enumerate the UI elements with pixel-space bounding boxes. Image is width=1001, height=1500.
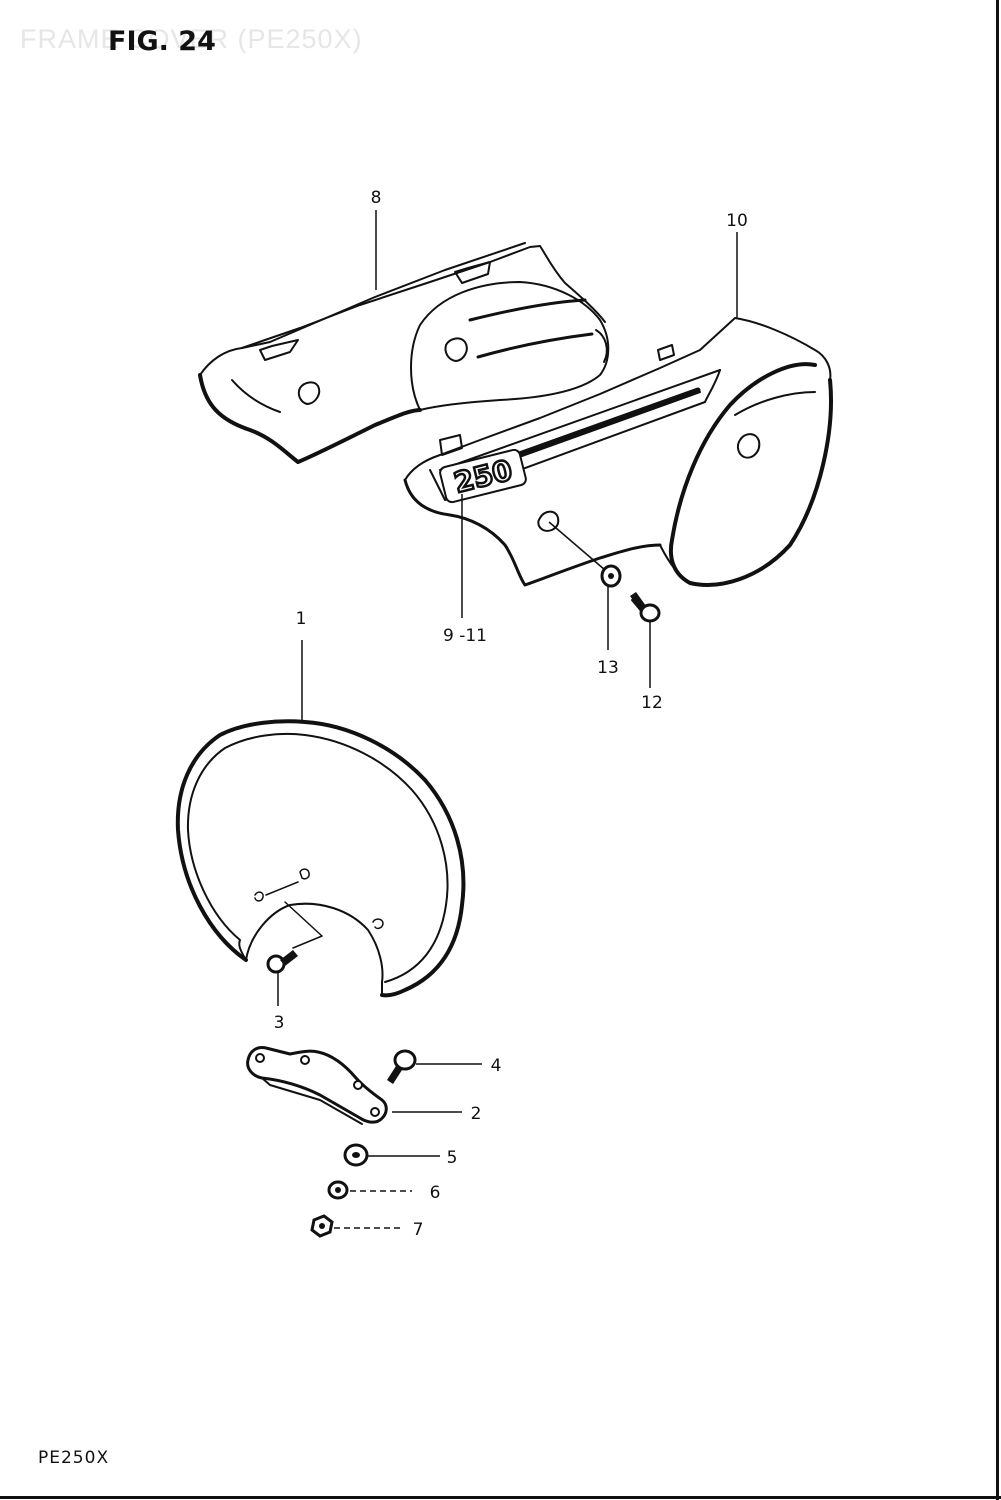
callout-9-11: 9 -11: [443, 626, 487, 646]
part-5-washer: [343, 1143, 440, 1167]
part-6-lock-washer: [327, 1180, 412, 1200]
callout-8: 8: [371, 188, 382, 208]
page-border-bottom: [0, 1496, 1001, 1499]
callout-10: 10: [726, 211, 748, 231]
part-3-bolt: [266, 950, 298, 1006]
emblem-250-badge: 250: [439, 448, 527, 504]
callout-6: 6: [430, 1183, 441, 1203]
callout-1: 1: [296, 609, 307, 629]
callout-7: 7: [413, 1220, 424, 1240]
callout-5: 5: [447, 1148, 458, 1168]
emblem-text: 250: [451, 453, 516, 499]
section-watermark: FRAME COVER (PE250X): [20, 24, 363, 54]
part-10-chain-cover: 250: [403, 317, 833, 587]
part-8-left-frame-cover: [198, 242, 610, 464]
leader-lines-upper: [375, 210, 738, 688]
part-4-bolt: [387, 1049, 482, 1084]
callout-12: 12: [641, 693, 663, 713]
callout-3: 3: [274, 1013, 285, 1033]
part-1-disc-guard: [175, 719, 466, 998]
part-12-screw: [630, 592, 661, 623]
page-border-right: [996, 0, 999, 1500]
model-label: PE250X: [38, 1448, 110, 1468]
callout-4: 4: [491, 1056, 502, 1076]
part-13-washer: [600, 564, 622, 588]
part-2-bracket: [246, 1046, 462, 1125]
part-7-nut: [310, 1214, 400, 1238]
callout-2: 2: [471, 1104, 482, 1124]
figure-title: FIG. 24: [108, 26, 216, 57]
callout-13: 13: [597, 658, 619, 678]
